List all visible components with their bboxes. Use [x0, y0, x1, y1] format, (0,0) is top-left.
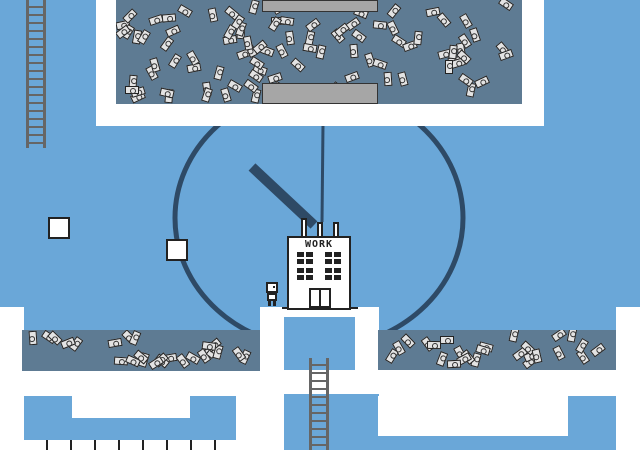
money-bill-icon	[167, 52, 183, 70]
money-bill-icon	[468, 27, 482, 43]
money-bill-icon	[226, 79, 244, 93]
bottom-left-divider	[236, 396, 262, 450]
money-bill-icon	[302, 42, 318, 54]
money-bill-icon	[386, 19, 400, 37]
top-gate[interactable]	[262, 0, 378, 12]
right-edge-wall	[616, 307, 640, 450]
bottom-left-notch	[72, 396, 190, 418]
money-bill-icon	[161, 13, 177, 23]
white-block-right[interactable]	[166, 239, 188, 261]
money-bill-icon	[285, 30, 295, 46]
building-door[interactable]	[309, 288, 331, 308]
building-sign: WORK	[304, 239, 334, 250]
money-bill-icon	[446, 359, 462, 369]
money-bill-icon	[248, 0, 260, 15]
player-head	[266, 282, 278, 293]
money-bill-icon	[344, 70, 360, 84]
clock-hour-hand	[248, 163, 318, 229]
money-bill-icon	[305, 17, 321, 33]
money-bill-icon	[590, 342, 606, 358]
money-bill-icon	[122, 8, 138, 24]
left-ladder[interactable]	[26, 0, 46, 148]
money-bill-icon	[125, 86, 139, 94]
building-window	[297, 252, 313, 264]
building-window	[325, 268, 341, 280]
office-building-icon[interactable]: WORK	[287, 236, 351, 310]
player-character-icon[interactable]	[264, 282, 280, 306]
money-bill-icon	[473, 75, 491, 89]
money-bill-icon	[372, 57, 388, 71]
bottom-right-chamber	[568, 396, 616, 450]
money-bill-icon	[459, 12, 473, 30]
money-bill-icon	[566, 330, 578, 343]
money-bill-icon	[290, 57, 306, 73]
bottom-gate[interactable]	[262, 83, 378, 104]
clock-minute-hand	[320, 123, 325, 223]
money-bill-icon	[372, 20, 388, 30]
money-bill-icon	[383, 71, 393, 87]
money-bill-icon	[448, 44, 458, 60]
money-bill-icon	[397, 71, 409, 87]
player-body	[267, 293, 277, 301]
left-money-floor	[0, 370, 262, 396]
right-money-pool	[378, 330, 616, 371]
white-block-left[interactable]	[48, 217, 70, 239]
money-bill-icon	[147, 355, 165, 371]
money-bill-icon	[349, 43, 359, 59]
center-ladder[interactable]	[309, 358, 329, 450]
money-bill-icon	[213, 65, 225, 81]
money-bill-icon	[220, 87, 232, 103]
player-eye	[273, 286, 275, 288]
money-bill-icon	[426, 340, 442, 350]
money-bill-icon	[413, 30, 423, 46]
bottom-strip	[24, 440, 236, 450]
building-window	[325, 252, 341, 264]
money-bill-icon	[159, 87, 175, 99]
money-bill-icon	[497, 0, 515, 12]
money-bill-icon	[350, 28, 368, 44]
money-bill-icon	[176, 3, 194, 19]
building-window	[297, 268, 313, 280]
money-bill-icon	[28, 330, 38, 346]
money-bill-icon	[107, 337, 123, 349]
bottom-right-block	[378, 396, 568, 436]
money-bill-icon	[386, 3, 402, 19]
money-bill-icon	[508, 330, 520, 343]
chimney-left	[301, 218, 307, 238]
left-money-pool	[22, 330, 262, 371]
money-bill-icon	[552, 344, 566, 362]
money-bill-icon	[207, 7, 219, 23]
bottom-center-chamber	[284, 394, 379, 450]
player-legs	[268, 301, 276, 306]
money-bill-icon	[531, 348, 543, 364]
money-bill-icon	[574, 337, 590, 355]
money-bill-icon	[445, 60, 453, 74]
money-bill-icon	[440, 336, 454, 344]
money-bill-icon	[550, 330, 568, 343]
money-bill-icon	[159, 35, 175, 53]
right-money-floor	[378, 370, 640, 396]
